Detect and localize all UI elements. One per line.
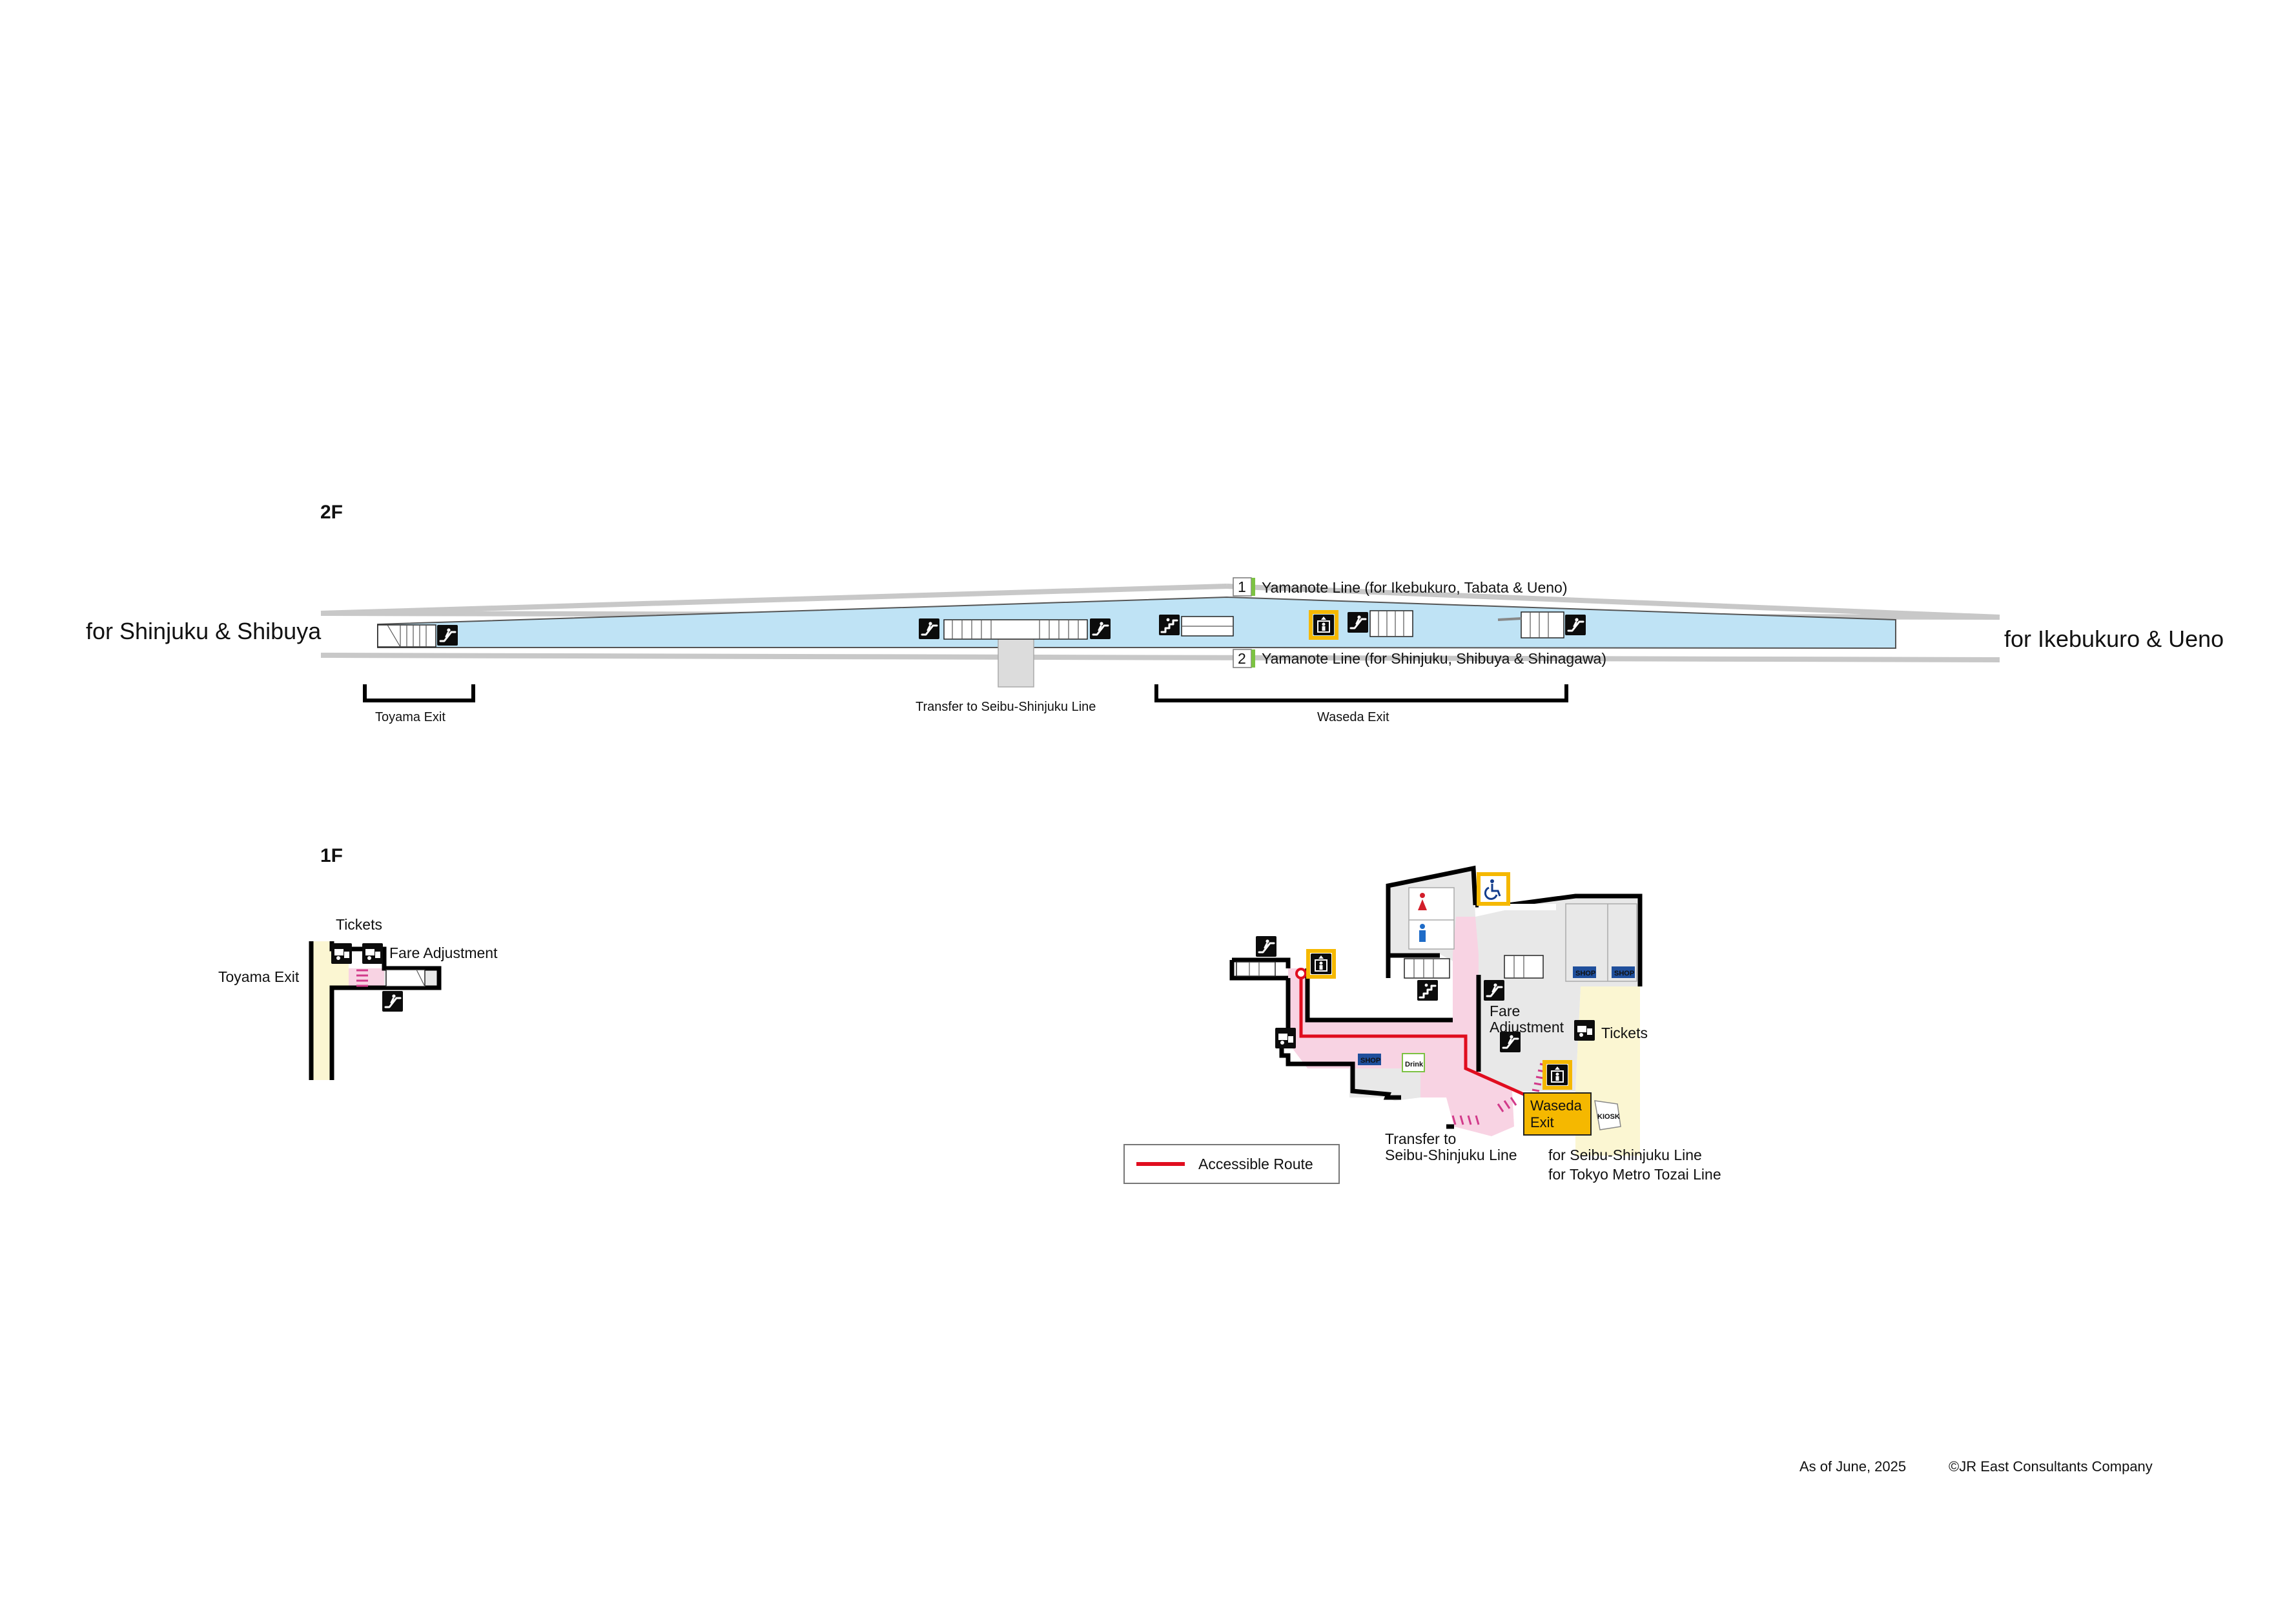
- svg-text:Waseda: Waseda: [1530, 1097, 1583, 1114]
- fare-adjustment-label: Fare: [1490, 1003, 1520, 1019]
- transfer-label: Seibu-Shinjuku Line: [1385, 1147, 1517, 1163]
- fare-adjustment-label-toyama: Fare Adjustment: [389, 944, 498, 961]
- transfer-seibu-label: Transfer to Seibu-Shinjuku Line: [916, 700, 1096, 714]
- svg-text:Yamanote Line (for Shinjuku, S: Yamanote Line (for Shinjuku, Shibuya & S…: [1262, 650, 1606, 667]
- escalator-icon: [436, 624, 459, 647]
- waseda-exit-box: Waseda Exit: [1523, 1092, 1592, 1136]
- svg-text:SHOP: SHOP: [1575, 970, 1595, 977]
- escalator-icon: [1564, 613, 1587, 637]
- ticket-machine-icon: [331, 943, 352, 964]
- legend-accessible-route: Accessible Route: [1198, 1156, 1313, 1172]
- platform-stairs-waseda-2: [1369, 610, 1413, 637]
- direction-west: for Shinjuku & Shibuya: [86, 618, 322, 644]
- track-1-label: 1 Yamanote Line (for Ikebukuro, Tabata &…: [1233, 577, 1568, 597]
- escalator-icon: [1482, 979, 1506, 1002]
- as-of-date: As of June, 2025: [1799, 1458, 1906, 1475]
- floor-label-2f: 2F: [320, 502, 343, 523]
- svg-text:SHOP: SHOP: [1614, 970, 1634, 977]
- escalator-icon: [1089, 617, 1112, 640]
- escalator-icon: [1255, 935, 1278, 958]
- for-tozai-label: for Tokyo Metro Tozai Line: [1548, 1166, 1721, 1183]
- waseda-exit-label: Waseda Exit: [1317, 710, 1389, 724]
- shop-icon: SHOP: [1358, 1054, 1381, 1065]
- escalator-icon: [381, 990, 404, 1013]
- transfer-label: Transfer to: [1385, 1130, 1456, 1147]
- ticket-machine-icon: [1275, 1028, 1296, 1048]
- svg-text:SHOP: SHOP: [1360, 1057, 1380, 1065]
- platform-stairs-waseda-3: [1497, 611, 1564, 638]
- platform-stairs-center: [943, 619, 1088, 640]
- escalator-icon: [1346, 611, 1369, 634]
- toyama-exit-label: Toyama Exit: [375, 710, 446, 724]
- waseda-exit-bracket: [1154, 684, 1568, 702]
- elevator-icon: [1546, 1064, 1568, 1086]
- drink-icon: Drink: [1402, 1053, 1425, 1072]
- escalator-icon: [917, 617, 941, 640]
- toilet-icon: [1413, 922, 1432, 944]
- elevator-icon: [1313, 614, 1335, 636]
- shop-icon: SHOP: [1612, 966, 1635, 978]
- svg-text:Exit: Exit: [1530, 1114, 1554, 1130]
- stairs-icon: [1158, 613, 1181, 637]
- svg-text:Yamanote Line (for Ikebukuro,: Yamanote Line (for Ikebukuro, Tabata & U…: [1262, 579, 1568, 596]
- stairs-icon: [1416, 979, 1439, 1002]
- svg-text:KIOSK: KIOSK: [1597, 1113, 1620, 1121]
- tickets-label: Tickets: [1601, 1025, 1648, 1041]
- svg-text:2: 2: [1238, 650, 1246, 667]
- platform-stairs-waseda-1: [1181, 616, 1234, 637]
- elevator-icon: [1310, 953, 1332, 975]
- platform-stairs-toyama: [377, 624, 436, 648]
- floor-label-1f: 1F: [320, 845, 343, 866]
- direction-east: for Ikebukuro & Ueno: [2004, 626, 2224, 652]
- fare-adjustment-label: Adjustment: [1490, 1019, 1564, 1036]
- toyama-exit-label-1f: Toyama Exit: [218, 968, 300, 985]
- for-seibu-label: for Seibu-Shinjuku Line: [1548, 1147, 1702, 1163]
- toilet-icon: [1413, 891, 1432, 913]
- shop-icon: SHOP: [1573, 966, 1596, 978]
- tickets-label-toyama: Tickets: [336, 916, 382, 933]
- kiosk-icon: KIOSK: [1594, 1100, 1621, 1130]
- legend: Accessible Route: [1123, 1144, 1340, 1184]
- fare-adjustment-icon: [362, 943, 383, 964]
- platform: [377, 596, 1896, 649]
- copyright: ©JR East Consultants Company: [1949, 1458, 2153, 1475]
- wheelchair-icon: [1479, 875, 1508, 903]
- svg-text:1: 1: [1238, 578, 1246, 595]
- svg-text:Drink: Drink: [1405, 1061, 1424, 1068]
- track-2: [320, 653, 2000, 662]
- ticket-machine-icon: [1574, 1020, 1595, 1041]
- toyama-exit-bracket: [363, 684, 475, 702]
- track-2-label: 2 Yamanote Line (for Shinjuku, Shibuya &…: [1233, 649, 1606, 668]
